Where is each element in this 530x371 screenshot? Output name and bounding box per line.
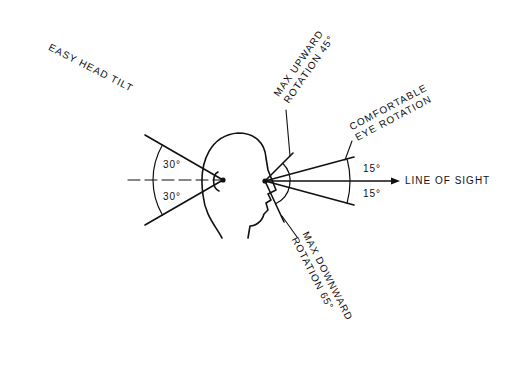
tilt-reference-line: [128, 179, 223, 180]
tilt-arc: [153, 145, 162, 215]
max-down-line: [265, 181, 284, 222]
pivot-dot: [220, 177, 225, 182]
angle-label: 15°: [363, 188, 381, 200]
sight-line: [265, 180, 392, 182]
angle-label: MAX UPWARD ROTATION 45°: [271, 10, 348, 106]
angle-label: 15°: [363, 163, 381, 175]
axis-label: LINE OF SIGHT: [405, 175, 490, 187]
leader-line: [345, 141, 352, 160]
sight-arrowhead: [391, 178, 400, 185]
eye-dot: [262, 178, 267, 183]
leader-line: [286, 110, 290, 156]
leader-line: [282, 216, 297, 237]
comfort-down-line: [265, 181, 354, 205]
angle-label: 30°: [163, 159, 181, 171]
comfort-up-line: [265, 157, 354, 181]
rotation-arc: [276, 163, 290, 203]
angle-label: EASY HEAD TILT: [46, 41, 135, 94]
comfort-arc: [347, 159, 350, 203]
max-up-line: [265, 153, 293, 181]
angle-label: 30°: [163, 191, 181, 203]
angle-label: COMFORTABLE EYE ROTATION: [347, 72, 453, 143]
angle-label: MAX DOWNWARD ROTATION 65°: [289, 230, 361, 341]
